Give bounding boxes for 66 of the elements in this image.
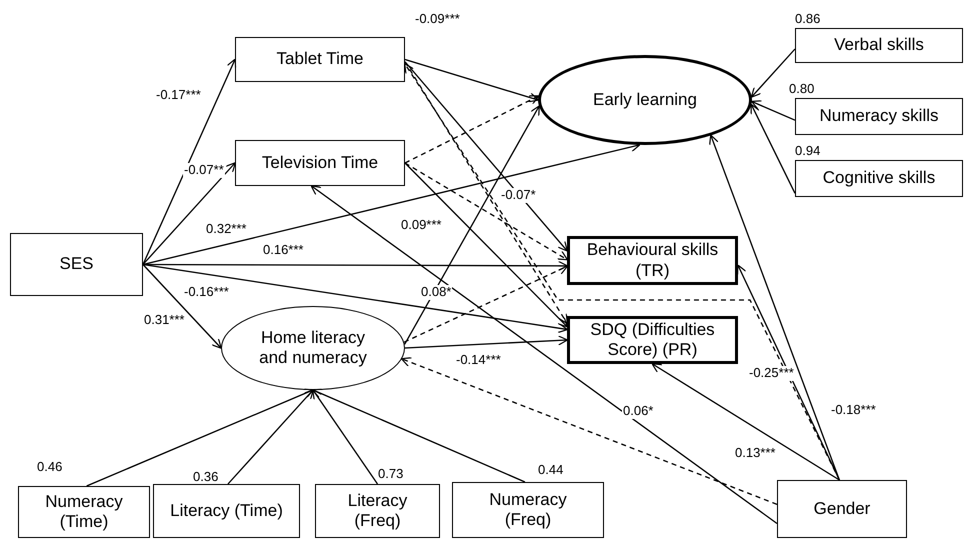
arrow bbox=[652, 363, 840, 481]
arrow bbox=[312, 388, 526, 483]
node-label: Numeracy (Time) bbox=[44, 492, 124, 532]
node-label: Verbal skills bbox=[834, 35, 924, 56]
arrow bbox=[142, 58, 236, 265]
variable-box bbox=[235, 140, 405, 186]
variable-box bbox=[10, 233, 143, 296]
loading-value: 0.46 bbox=[37, 459, 62, 474]
arrow bbox=[310, 185, 778, 524]
dashed-arrow bbox=[404, 63, 840, 480]
edge-label: -0.07** bbox=[183, 163, 225, 178]
loading-value: 0.80 bbox=[789, 81, 814, 96]
variable-box bbox=[235, 37, 405, 82]
node-label: Literacy (Freq) bbox=[346, 490, 408, 532]
loading-value: 0.86 bbox=[795, 11, 820, 26]
arrow bbox=[404, 58, 540, 102]
arrow bbox=[142, 264, 568, 334]
node-label: Home literacy and numeracy bbox=[258, 328, 368, 368]
node-label: Television Time bbox=[262, 152, 378, 174]
arrow bbox=[709, 134, 840, 480]
arrow bbox=[86, 388, 314, 487]
variable-box bbox=[567, 236, 738, 285]
node-label: Tablet Time bbox=[276, 49, 364, 70]
dashed-arrow bbox=[404, 95, 540, 164]
arrow bbox=[404, 61, 568, 252]
edge-label: 0.06* bbox=[622, 404, 654, 419]
variable-box bbox=[153, 484, 300, 538]
loading-value: 0.36 bbox=[193, 469, 218, 484]
variable-box bbox=[452, 482, 604, 538]
dashed-arrow bbox=[404, 61, 568, 324]
arrow bbox=[404, 335, 568, 349]
node-label: Literacy (Time) bbox=[170, 500, 283, 522]
variable-box bbox=[777, 480, 907, 538]
arrow bbox=[404, 105, 540, 345]
dashed-arrow bbox=[400, 357, 778, 505]
edge-label: -0.25*** bbox=[748, 366, 795, 381]
node-label: Cognitive skills bbox=[822, 168, 936, 189]
arrow bbox=[750, 104, 796, 194]
node-label: Gender bbox=[814, 498, 870, 520]
loading-value: 0.44 bbox=[538, 462, 564, 477]
loading-value: 0.73 bbox=[378, 466, 404, 481]
arrow bbox=[142, 264, 222, 349]
dashed-arrow bbox=[404, 162, 568, 260]
node-label: SDQ (Difficulties Score) (PR) bbox=[589, 320, 716, 360]
variable-box bbox=[315, 484, 440, 538]
variable-box bbox=[795, 28, 963, 63]
arrow bbox=[143, 260, 568, 271]
arrow bbox=[312, 389, 378, 484]
arrow bbox=[404, 162, 568, 328]
variable-box bbox=[795, 160, 963, 197]
edge-label: 0.08* bbox=[420, 285, 452, 300]
variable-box bbox=[567, 316, 738, 364]
variable-box bbox=[18, 486, 150, 538]
loading-value: 0.94 bbox=[795, 143, 820, 158]
variable-box bbox=[795, 98, 963, 135]
node-label: Early learning bbox=[593, 90, 697, 110]
edge-label: -0.07* bbox=[500, 188, 537, 203]
dashed-arrow bbox=[404, 265, 568, 343]
arrow bbox=[227, 389, 314, 484]
arrow bbox=[750, 100, 796, 121]
arrow bbox=[142, 162, 236, 265]
node-label: SES bbox=[59, 254, 94, 275]
node-label: Numeracy (Freq) bbox=[488, 490, 568, 530]
arrow bbox=[750, 48, 796, 98]
node-label: Numeracy skills bbox=[819, 106, 939, 127]
node-label: Behavioural skills (TR) bbox=[586, 240, 720, 281]
